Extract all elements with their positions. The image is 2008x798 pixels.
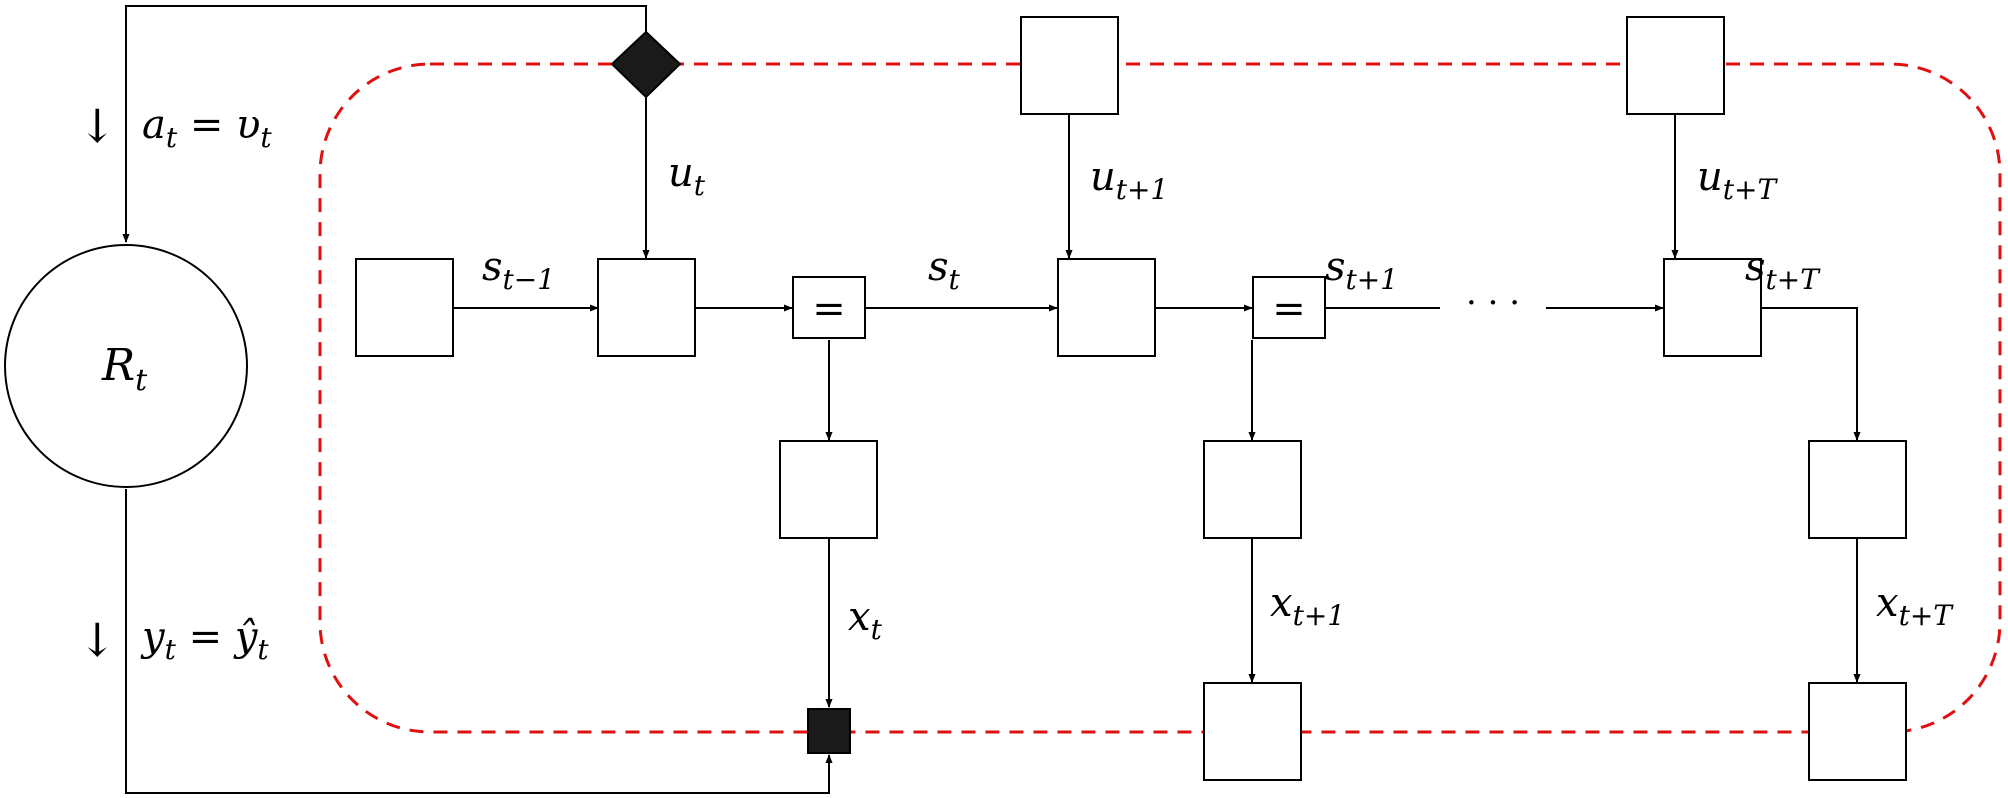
transition-factor-t <box>597 258 696 357</box>
arrow-a: ↓ <box>78 99 117 153</box>
edge-action-feedback <box>122 5 647 243</box>
label-u-tT: ut+T <box>1697 154 1778 206</box>
label-u-t1: ut+1 <box>1090 154 1168 206</box>
output-factor-t1 <box>1203 682 1302 781</box>
prior-factor <box>355 258 454 357</box>
equality-symbol-t: = <box>812 286 846 332</box>
edge-s-tT <box>1725 307 1861 441</box>
label-s-tT: st+T <box>1745 244 1821 296</box>
label-s-t: st <box>928 244 961 296</box>
label-s-t1: st+1 <box>1325 244 1398 296</box>
ellipsis: · · · <box>1466 283 1520 323</box>
label-x-tT: xt+T <box>1876 580 1954 632</box>
edge-output-feedback <box>125 489 833 794</box>
equality-node-t1 <box>1252 276 1326 339</box>
output-node-filled <box>807 708 851 754</box>
observation-factor-t1 <box>1203 440 1302 539</box>
equality-node-t <box>792 276 866 339</box>
label-y-eq: yt = ŷt <box>140 614 269 666</box>
label-u-t: ut <box>668 150 706 202</box>
arrow-y: ↓ <box>78 613 117 667</box>
label-s-tm1: st−1 <box>482 244 555 296</box>
reward-node <box>4 244 248 488</box>
observation-factor-tT <box>1808 440 1907 539</box>
system-boundary <box>318 62 2002 734</box>
equality-symbol-t1: = <box>1272 286 1306 332</box>
action-node-diamond <box>610 30 682 99</box>
input-factor-tT <box>1626 16 1725 115</box>
input-factor-t1 <box>1020 16 1119 115</box>
label-x-t: xt <box>848 594 883 646</box>
observation-factor-t <box>779 440 878 539</box>
transition-factor-tT <box>1663 258 1762 357</box>
label-R: Rt <box>101 340 148 398</box>
label-a-eq: at = υt <box>142 102 272 154</box>
output-factor-tT <box>1808 682 1907 781</box>
label-x-t1: xt+1 <box>1270 580 1345 632</box>
transition-factor-t1 <box>1057 258 1156 357</box>
